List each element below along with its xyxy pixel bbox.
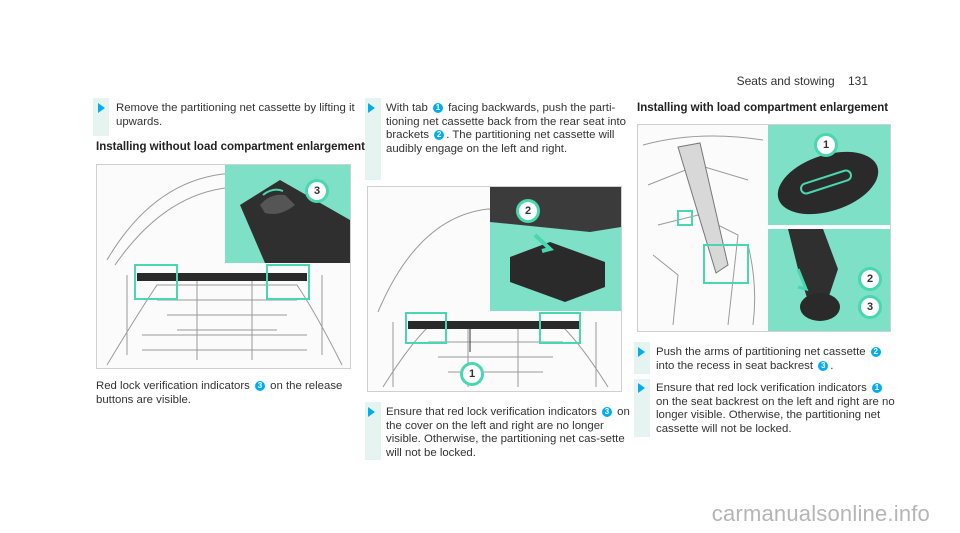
- ref-number-badge: 2: [434, 130, 445, 141]
- callout-badge-3: 3: [858, 295, 882, 319]
- ref-number-badge: 1: [432, 103, 443, 113]
- step-arrow-icon: [98, 103, 105, 113]
- detail-callout-top: 1: [768, 125, 890, 225]
- page-header: Seats and stowing 131: [737, 74, 868, 88]
- watermark: carmanualsonline.info: [711, 501, 930, 526]
- step-ensure-indicators: Ensure that red lock verification indica…: [368, 406, 636, 460]
- detail-callout: 2: [490, 187, 621, 311]
- step-push-arms: Push the arms of partitioning net casset…: [638, 346, 896, 373]
- ref-number-badge: 3: [818, 360, 829, 371]
- indicator-detail: [777, 151, 879, 215]
- page-number: 131: [847, 74, 868, 88]
- ref-number-badge: 3: [255, 381, 266, 391]
- figure-with-enlargement: 1 2 3: [637, 124, 891, 332]
- bracket-detail: [490, 187, 621, 302]
- step-marker-bar: [365, 98, 381, 180]
- step-marker-bar: [634, 379, 650, 437]
- callout-badge-2: 2: [516, 199, 540, 223]
- step-push-cassette: With tab 1 facing backwards, push the pa…: [368, 102, 626, 156]
- step-ensure-backrest: Ensure that red lock verification indica…: [638, 382, 896, 436]
- heading-with-enlargement: Installing with load compartment enlarge…: [637, 102, 889, 114]
- step-arrow-icon: [368, 407, 375, 417]
- arm-recess-detail: [788, 229, 840, 321]
- caption-indicators: Red lock verification indicators 3 on th…: [96, 380, 343, 406]
- step-arrow-icon: [638, 383, 645, 393]
- detail-callout: 3: [225, 165, 350, 263]
- ref-number-badge: 3: [602, 407, 612, 417]
- heading-without-enlargement: Installing without load compartment enla…: [96, 141, 365, 153]
- section-title: Seats and stowing: [736, 74, 835, 88]
- ref-number-badge: 1: [872, 383, 882, 393]
- release-button-detail: [240, 180, 350, 263]
- callout-badge-1: 1: [460, 362, 484, 386]
- step-marker-bar: [93, 98, 109, 136]
- detail-callout-bottom: 2 3: [768, 229, 890, 331]
- step-arrow-icon: [368, 103, 375, 113]
- seat-illustration: [642, 135, 764, 326]
- figure-without-enlargement: 3: [96, 164, 351, 369]
- step-arrow-icon: [638, 347, 645, 357]
- callout-badge-1: 1: [814, 133, 838, 157]
- step-remove-cassette: Remove the partitioning net cassette by …: [98, 102, 356, 129]
- figure-brackets: 2 1: [367, 186, 622, 392]
- callout-badge-2: 2: [858, 267, 882, 291]
- callout-badge-3: 3: [305, 179, 329, 203]
- ref-number-badge: 2: [870, 347, 881, 357]
